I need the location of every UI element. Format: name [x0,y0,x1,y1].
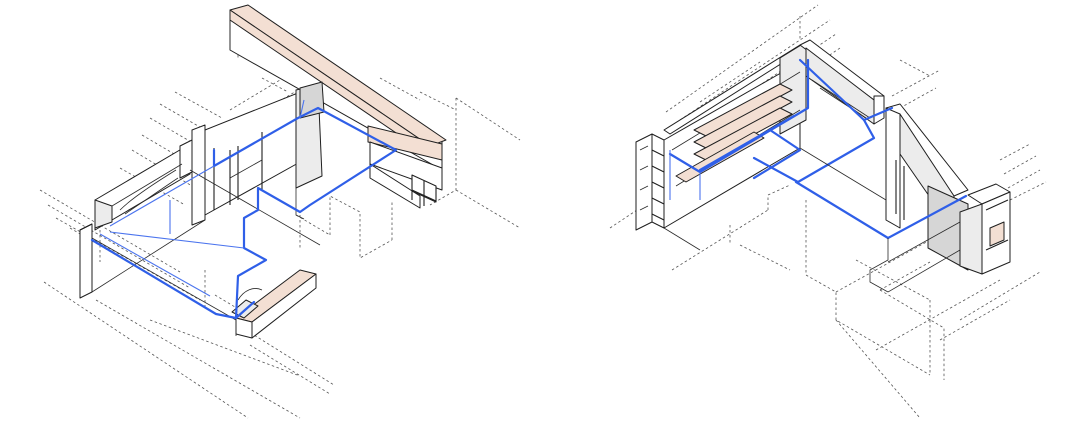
right-upper-wall [799,39,885,125]
left-storage-wall [94,139,193,231]
right-end-cabinet [959,183,1011,275]
right-wood-shelves [675,83,793,183]
left-context-dashed-lines [39,20,521,419]
right-tall-shelving [635,133,665,231]
right-floor-lines [663,147,961,293]
left-tall-wall [79,223,93,299]
right-axonometric-view [609,4,1047,419]
left-floor-lines [91,150,321,336]
left-axonometric-view [39,4,521,419]
left-front-bench [231,269,317,339]
left-blue-route [90,99,398,320]
right-side-wall [885,103,969,271]
left-long-wall [229,4,447,171]
